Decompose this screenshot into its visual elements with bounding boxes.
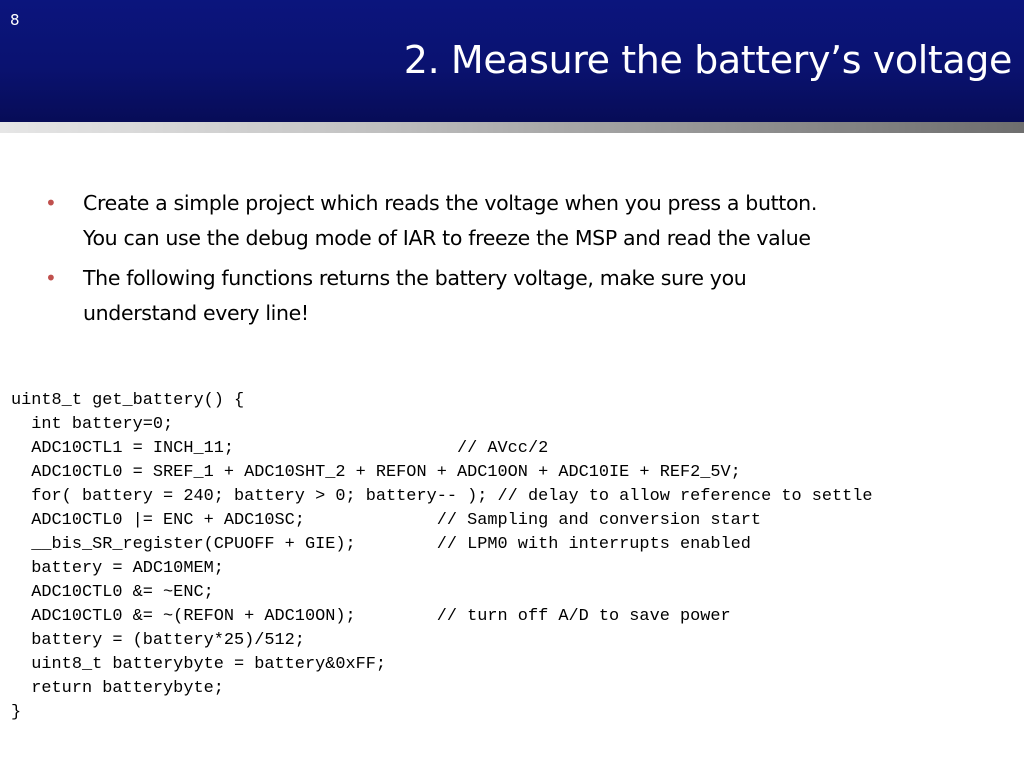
bullet-item: • The following functions returns the ba… bbox=[42, 261, 972, 331]
slide-number: 8 bbox=[10, 11, 20, 29]
code-line: uint8_t batterybyte = battery&0xFF; bbox=[11, 655, 387, 674]
bullet-text-line: Create a simple project which reads the … bbox=[83, 191, 817, 215]
code-line: for( battery = 240; battery > 0; battery… bbox=[11, 487, 873, 506]
title-bar: 8 2. Measure the battery’s voltage bbox=[0, 0, 1024, 122]
code-line: battery = ADC10MEM; bbox=[11, 559, 224, 578]
bullet-dot-icon: • bbox=[45, 191, 57, 215]
bullet-text-line: understand every line! bbox=[83, 301, 309, 325]
code-line: return batterybyte; bbox=[11, 679, 224, 698]
code-line: int battery=0; bbox=[11, 415, 174, 434]
bullet-text-line: You can use the debug mode of IAR to fre… bbox=[83, 226, 811, 250]
code-block: uint8_t get_battery() { int battery=0; A… bbox=[11, 389, 873, 725]
bullet-dot-icon: • bbox=[45, 266, 57, 290]
code-line: ADC10CTL1 = INCH_11; // AVcc/2 bbox=[11, 439, 549, 458]
header-divider bbox=[0, 122, 1024, 133]
slide-title: 2. Measure the battery’s voltage bbox=[403, 38, 1013, 82]
code-line: ADC10CTL0 &= ~(REFON + ADC10ON); // turn… bbox=[11, 607, 731, 626]
bullet-list: • Create a simple project which reads th… bbox=[42, 186, 972, 336]
code-line: ADC10CTL0 = SREF_1 + ADC10SHT_2 + REFON … bbox=[11, 463, 741, 482]
code-line: ADC10CTL0 |= ENC + ADC10SC; // Sampling … bbox=[11, 511, 762, 530]
code-line: ADC10CTL0 &= ~ENC; bbox=[11, 583, 214, 602]
code-line: uint8_t get_battery() { bbox=[11, 391, 245, 410]
code-line: __bis_SR_register(CPUOFF + GIE); // LPM0… bbox=[11, 535, 751, 554]
code-line: battery = (battery*25)/512; bbox=[11, 631, 305, 650]
code-line: } bbox=[11, 703, 22, 722]
bullet-item: • Create a simple project which reads th… bbox=[42, 186, 972, 256]
bullet-text-line: The following functions returns the batt… bbox=[83, 266, 747, 290]
